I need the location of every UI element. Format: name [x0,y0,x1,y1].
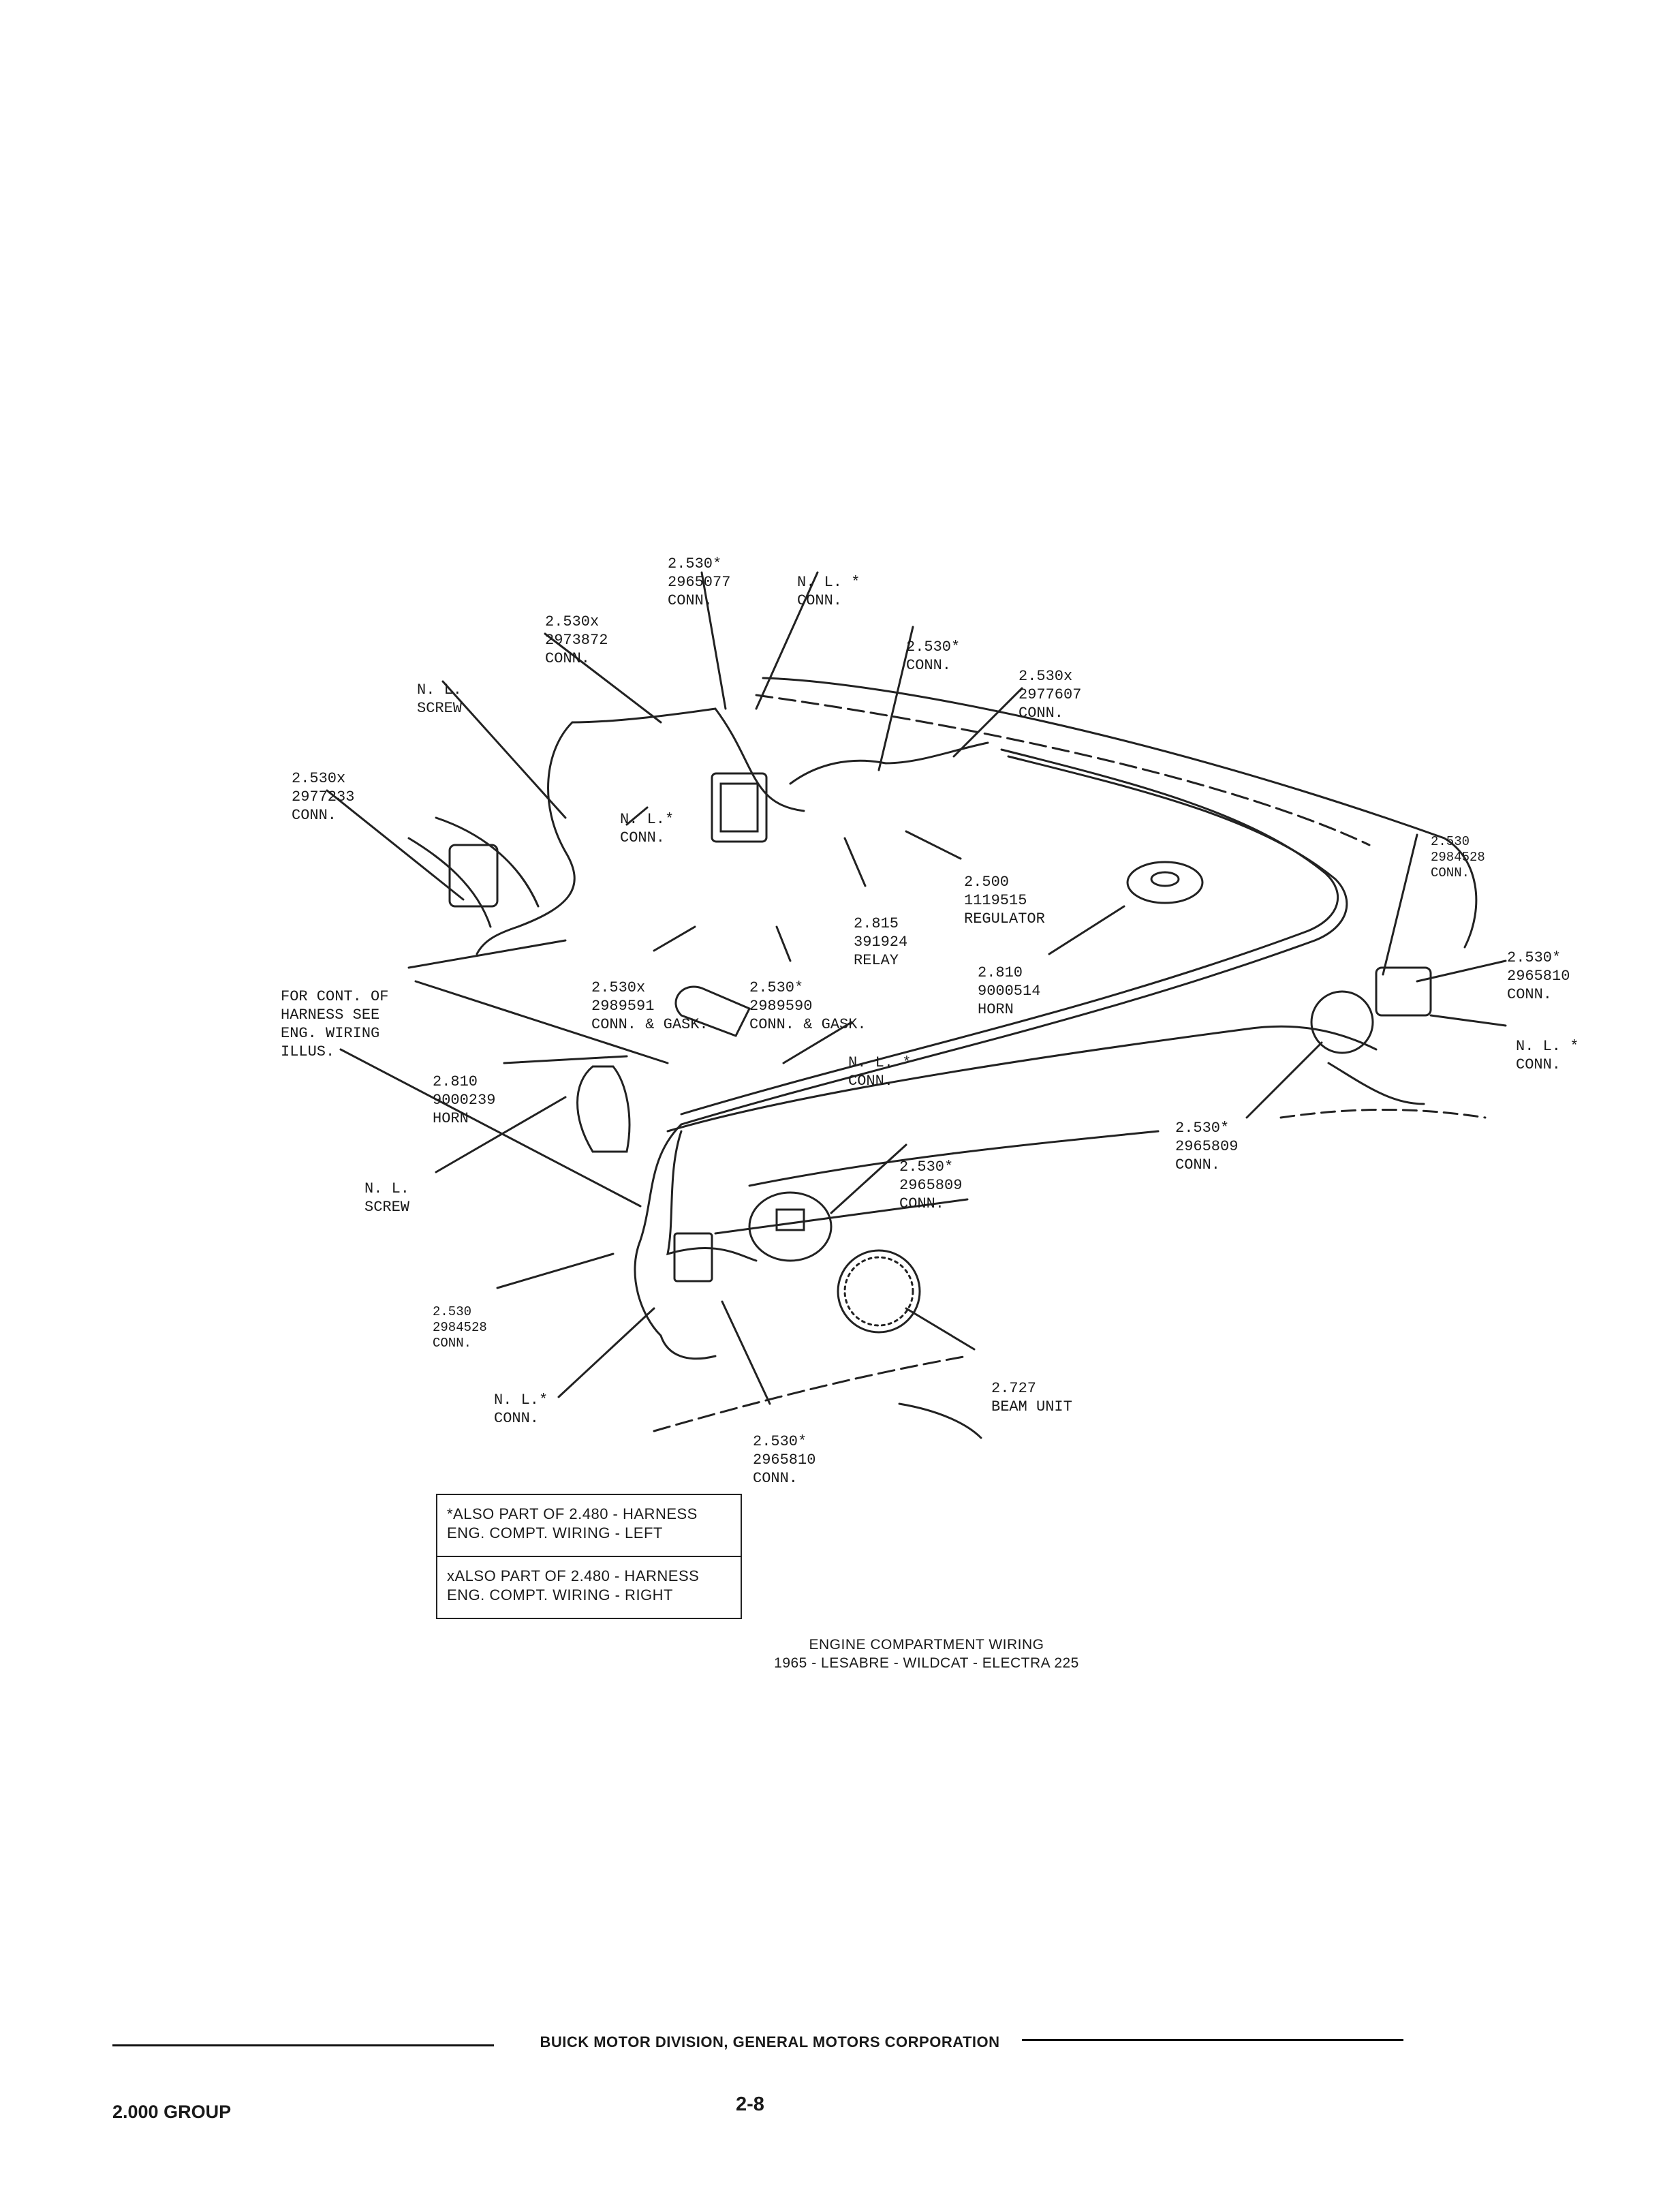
label-nl-screw-bottom: N. L.SCREW [364,1180,410,1216]
footer-rule-left [112,2044,494,2046]
footer-corporation: BUICK MOTOR DIVISION, GENERAL MOTORS COR… [540,2033,1000,2050]
label-conn-top-right: 2.530*CONN. [906,639,961,674]
figure-caption: ENGINE COMPARTMENT WIRING 1965 - LESABRE… [774,1637,1079,1671]
legend-left-harness: *ALSO PART OF 2.480 - HARNESS ENG. COMPT… [447,1505,698,1541]
legend-right-harness: xALSO PART OF 2.480 - HARNESS ENG. COMPT… [437,1556,741,1616]
footer-rule-right [1022,2039,1403,2041]
label-nl-conn-mid: N. L.*CONN. [620,811,674,846]
label-nl-conn-center: N. L. *CONN. [848,1054,912,1090]
label-nl-screw-top: N. L.SCREW [417,681,463,717]
label-nl-conn-right: N. L. *CONN. [1516,1038,1579,1073]
page-number: 2-8 [736,2093,764,2115]
legend-box: *ALSO PART OF 2.480 - HARNESS ENG. COMPT… [436,1494,742,1619]
footer-group: 2.000 GROUP [112,2102,232,2122]
label-nl-conn-top: N. L. *CONN. [797,574,860,609]
label-nl-conn-bottom: N. L.*CONN. [494,1392,548,1427]
